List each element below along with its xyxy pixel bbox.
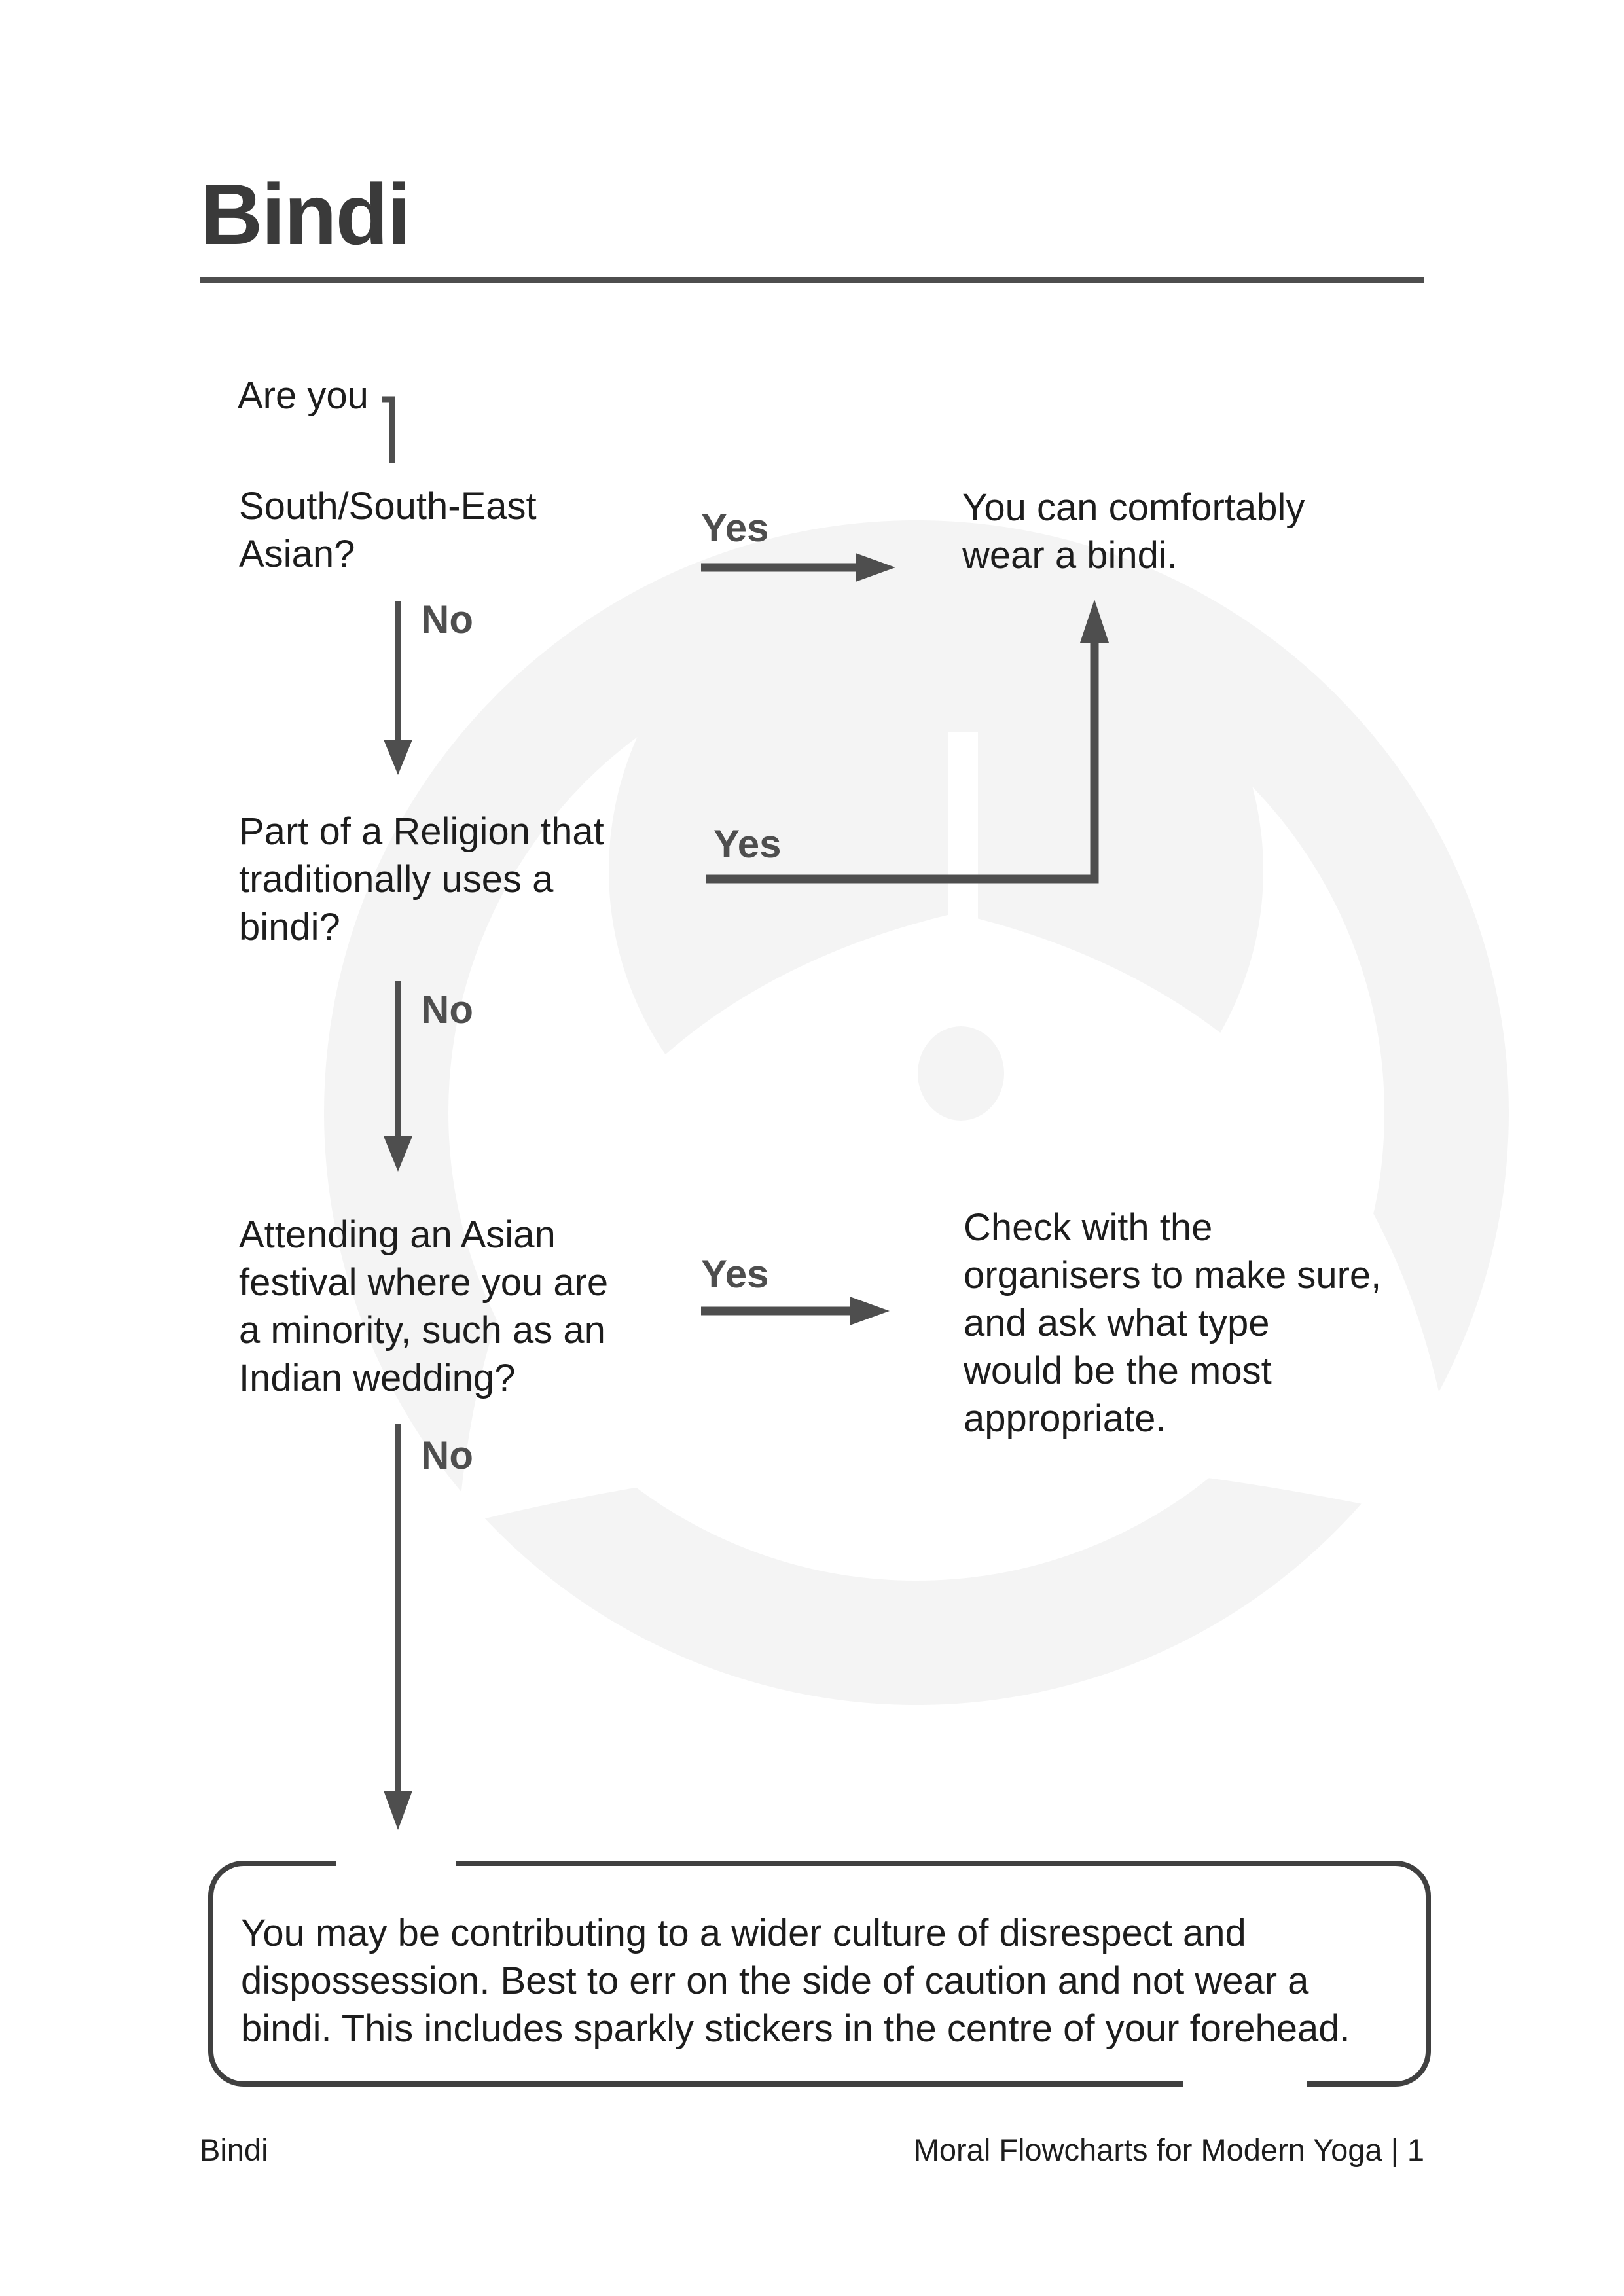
terminal-text-line: You may be contributing to a wider cultu…: [241, 1912, 1246, 1954]
footer-book-title-page-number: Moral Flowcharts for Modern Yoga | 1: [913, 2132, 1424, 2167]
question-3-line: festival where you are: [239, 1261, 609, 1304]
yes-arrow-1-icon: [701, 553, 895, 582]
no-arrow-3-icon: [384, 1424, 412, 1830]
yes-label-2: Yes: [713, 822, 782, 866]
yes-arrow-3-icon: [701, 1297, 890, 1325]
question-3-line: a minority, such as an: [239, 1309, 605, 1352]
terminal-box-border-gap-top: [336, 1857, 456, 1870]
terminal-box-border-gap-bottom: [1183, 2077, 1307, 2090]
terminal-text: You may be contributing to a wider cultu…: [241, 1909, 1350, 2053]
no-arrow-2-icon: [384, 981, 412, 1172]
result-check-organisers-line: appropriate.: [964, 1397, 1166, 1440]
terminal-box: [208, 1861, 1431, 2087]
result-check-organisers-line: would be the most: [964, 1350, 1272, 1392]
start-connector-icon: [382, 396, 395, 463]
question-2-line: Part of a Religion that: [239, 810, 604, 853]
result-check-organisers: Check with the organisers to make sure, …: [964, 1204, 1381, 1443]
question-2-line: traditionally uses a: [239, 858, 554, 901]
yes-arrow-2-up-icon: [706, 600, 1109, 884]
question-1-line: Asian?: [239, 533, 355, 575]
start-label: Are you: [238, 374, 369, 417]
question-2: Part of a Religion that traditionally us…: [239, 808, 604, 951]
no-arrow-1-icon: [384, 601, 412, 775]
question-1-line: South/South-East: [239, 485, 537, 528]
question-3-line: Indian wedding?: [239, 1357, 516, 1399]
question-3: Attending an Asian festival where you ar…: [239, 1211, 608, 1402]
yes-label-1: Yes: [701, 506, 769, 550]
result-wear-bindi: You can comfortably wear a bindi.: [962, 484, 1305, 579]
yes-label-3: Yes: [701, 1252, 769, 1296]
question-2-line: bindi?: [239, 906, 340, 948]
question-3-line: Attending an Asian: [239, 1213, 556, 1256]
result-wear-bindi-line: You can comfortably: [962, 486, 1305, 529]
terminal-text-line: bindi. This includes sparkly stickers in…: [241, 2007, 1350, 2050]
no-label-1: No: [421, 598, 473, 641]
no-label-2: No: [421, 988, 473, 1031]
no-label-3: No: [421, 1433, 473, 1477]
result-check-organisers-line: Check with the: [964, 1206, 1213, 1249]
result-check-organisers-line: and ask what type: [964, 1302, 1270, 1344]
footer-chapter-label: Bindi: [200, 2132, 268, 2167]
result-check-organisers-line: organisers to make sure,: [964, 1254, 1382, 1297]
start-node: Are you: [238, 372, 369, 420]
title-rule: [200, 277, 1424, 283]
page-title: Bindi: [200, 166, 411, 262]
question-1: South/South-East Asian?: [239, 482, 537, 578]
terminal-text-line: dispossession. Best to err on the side o…: [241, 1960, 1309, 2002]
result-wear-bindi-line: wear a bindi.: [962, 534, 1178, 577]
